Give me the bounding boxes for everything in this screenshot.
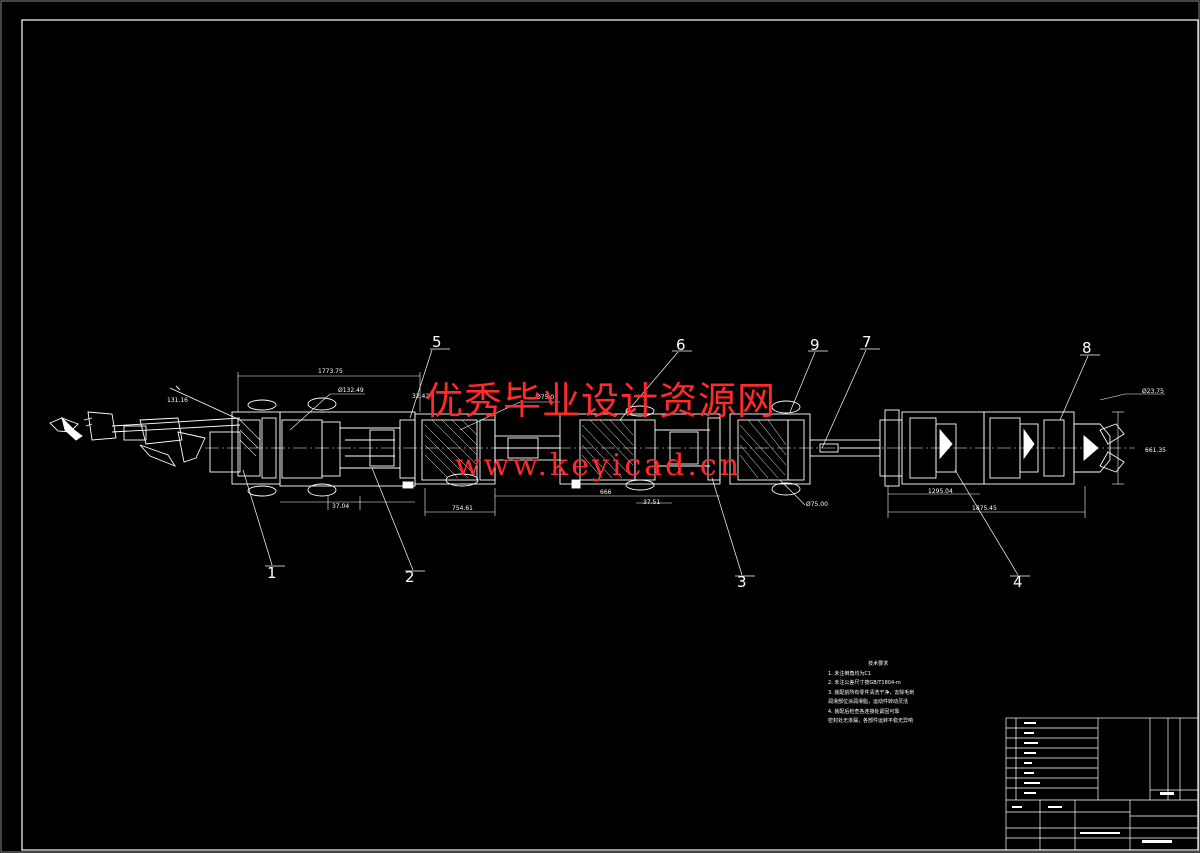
dimension-texts: 1773.75 131.16 Ø132.49 32.42 Ø75.0 37.04… xyxy=(167,368,1166,512)
title-block xyxy=(1005,717,1199,851)
dim-seg-e: 1295.04 xyxy=(928,488,953,495)
balloon-1: 1 xyxy=(267,564,277,582)
front-arm-assembly xyxy=(49,385,241,467)
module-middle-left xyxy=(414,413,561,487)
dim-dia-left: Ø132.49 xyxy=(338,387,364,394)
watermark-chinese: 优秀毕业设计资源网 xyxy=(425,379,777,423)
module-1-head xyxy=(209,399,281,497)
balloon-8: 8 xyxy=(1082,339,1092,357)
dim-seg-d: 37.51 xyxy=(643,499,660,506)
balloon-6: 6 xyxy=(676,336,686,354)
tech-notes-title: 技术要求 xyxy=(868,661,889,667)
drawing-frame xyxy=(21,19,1199,851)
tech-note-line: 1. 未注倒角均为C1 xyxy=(828,670,872,677)
balloon-7: 7 xyxy=(862,333,872,351)
module-6-body xyxy=(559,405,721,491)
tech-note-line: 润滑部位涂润滑脂，运动件转动灵活 xyxy=(828,699,909,705)
dim-seg-a: 37.04 xyxy=(332,503,349,510)
dim-small-top: 32.42 xyxy=(412,393,429,400)
dim-dia-right-bottom: Ø75.00 xyxy=(806,501,828,508)
balloon-2: 2 xyxy=(405,568,415,586)
balloon-leaders xyxy=(242,348,1100,577)
tech-note-line: 密封处无渗漏，各部件运转平稳无异响 xyxy=(828,718,914,724)
tech-note-line: 4. 装配后检查各连接处紧固可靠 xyxy=(828,708,900,715)
module-8-tail xyxy=(879,409,1125,487)
dim-dia-right-top: Ø23.75 xyxy=(1142,388,1164,395)
dim-overall-right: 1875.45 xyxy=(972,505,997,512)
module-2-body xyxy=(279,397,416,497)
balloon-3: 3 xyxy=(737,573,747,591)
balloon-5: 5 xyxy=(432,333,442,351)
dim-height-right: 661.35 xyxy=(1145,447,1166,454)
dim-dia-mid: Ø75.0 xyxy=(536,394,554,401)
balloon-labels: 1 2 3 4 5 6 7 8 9 xyxy=(267,333,1092,591)
watermark-url: www.keyicad.cn xyxy=(455,448,743,483)
title-block-fills xyxy=(1012,722,1174,843)
dim-angle: 131.16 xyxy=(167,397,188,404)
dim-overall-left: 1773.75 xyxy=(318,368,343,375)
balloon-4: 4 xyxy=(1013,573,1023,591)
dim-seg-c: 666 xyxy=(600,489,612,496)
dim-seg-b: 754.61 xyxy=(452,505,473,512)
tech-note-line: 2. 未注公差尺寸按GB/T1804-m xyxy=(828,680,901,686)
technical-requirements: 技术要求 1. 未注倒角均为C1 2. 未注公差尺寸按GB/T1804-m 3.… xyxy=(828,660,914,727)
tech-note-line: 3. 装配前所有零件清洗干净，去除毛刺 xyxy=(828,689,915,696)
balloon-9: 9 xyxy=(810,336,820,354)
dimension-lines xyxy=(237,372,1165,518)
